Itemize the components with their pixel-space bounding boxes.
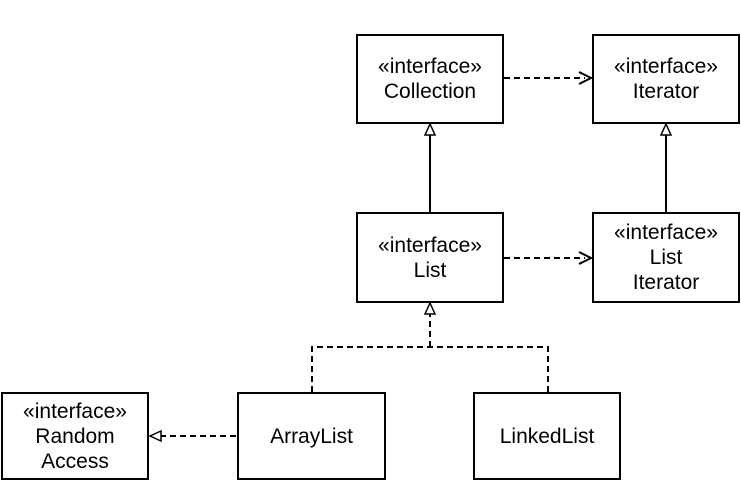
stereotype-label: «interface» <box>614 221 718 244</box>
open-arrow-head <box>578 251 594 265</box>
open-arrow-head <box>578 71 594 85</box>
realization-arrow-head <box>148 429 162 443</box>
stereotype-label: «interface» <box>378 55 482 78</box>
node-random-access: «interface» Random Access <box>1 392 149 480</box>
node-collection: «interface» Collection <box>356 34 504 124</box>
node-linked-list: LinkedList <box>473 392 621 480</box>
class-name-line-2: Iterator <box>632 271 700 294</box>
class-name: Collection <box>383 80 477 103</box>
edge-implementations-bus <box>311 346 549 392</box>
generalization-arrow-head <box>423 122 437 136</box>
class-name: List <box>413 258 447 282</box>
stereotype-label: «interface» <box>614 55 718 78</box>
class-name-line-2: Access <box>41 449 109 473</box>
node-list: «interface» List <box>356 212 504 303</box>
class-name: ArrayList <box>270 424 353 448</box>
class-name: Iterator <box>632 80 700 103</box>
realization-arrow-head <box>423 301 437 315</box>
stereotype-label: «interface» <box>378 233 482 257</box>
generalization-arrow-head <box>659 122 673 136</box>
node-array-list: ArrayList <box>237 392 386 480</box>
stereotype-label: «interface» <box>23 399 127 423</box>
class-name: LinkedList <box>499 424 595 448</box>
node-iterator: «interface» Iterator <box>592 34 740 124</box>
node-list-iterator: «interface» List Iterator <box>592 212 740 303</box>
class-name-line-1: List <box>649 246 683 269</box>
class-name-line-1: Random <box>35 424 115 448</box>
